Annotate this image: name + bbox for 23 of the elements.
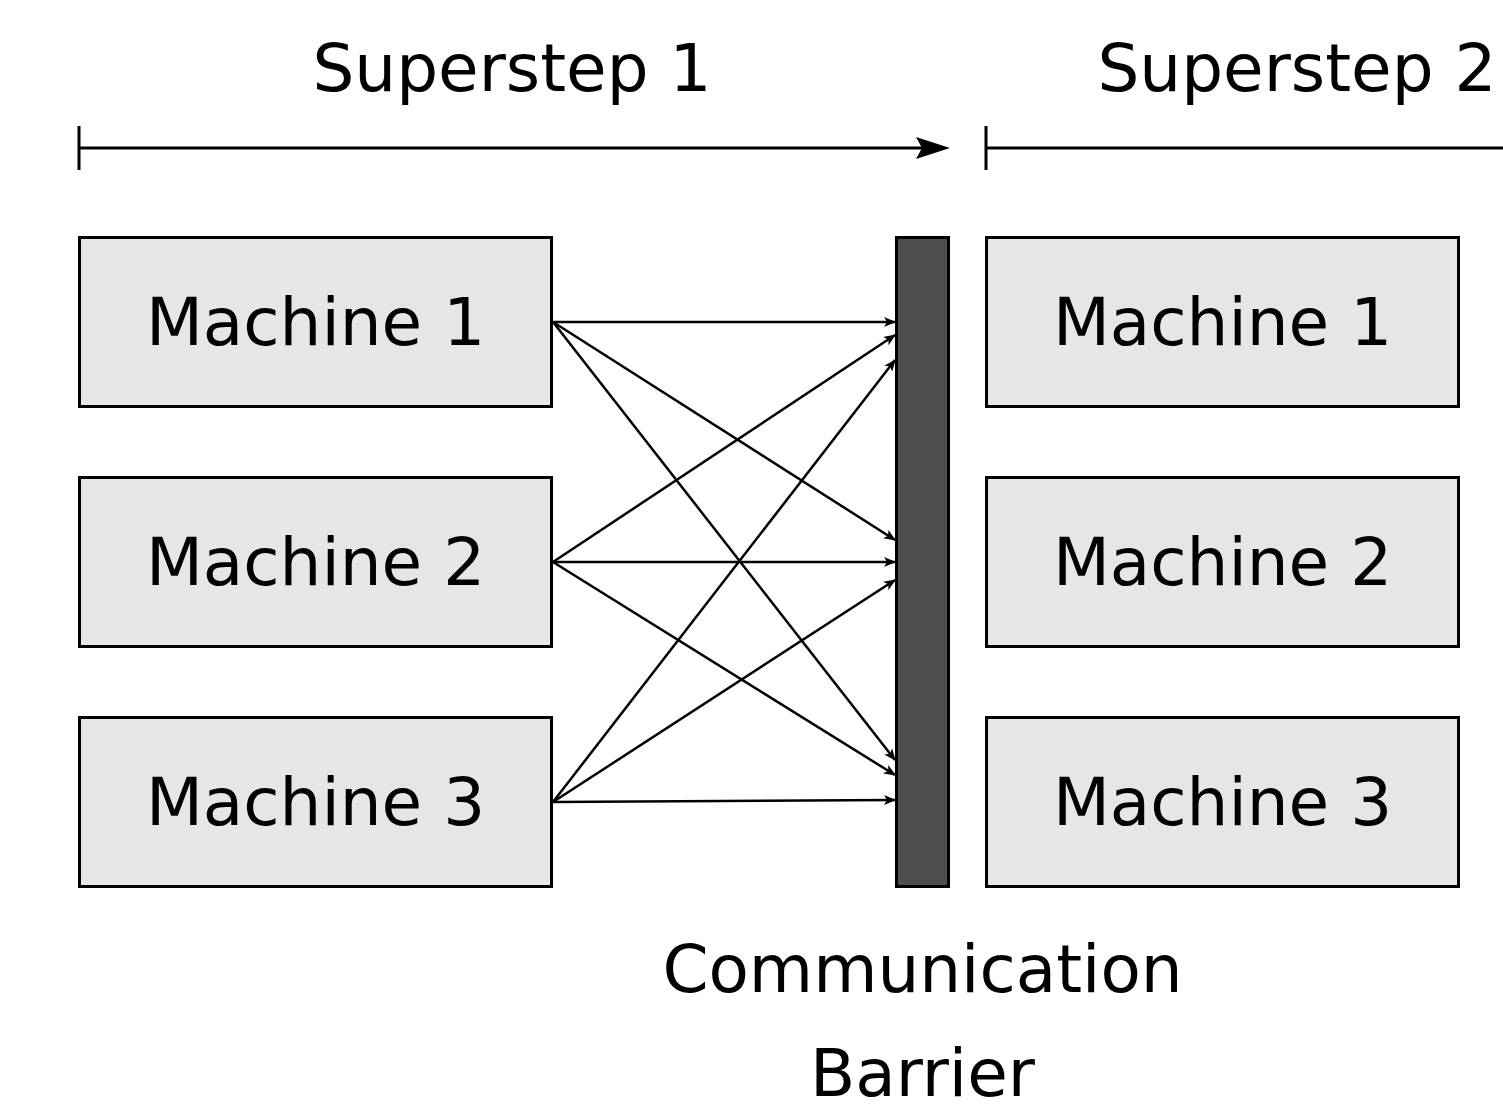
- arrow: [552, 578, 896, 804]
- machine-box: [78, 236, 553, 408]
- machine-label: Machine 2: [145, 523, 486, 601]
- machine-label: Machine 1: [1052, 283, 1393, 361]
- machine-box: [78, 476, 553, 648]
- machine-box: [985, 236, 1460, 408]
- machine-label: Machine 3: [1052, 763, 1393, 841]
- arrow: [552, 321, 896, 761]
- barrier-bar: [895, 236, 950, 888]
- arrow: [552, 560, 896, 777]
- arrow: [553, 317, 896, 327]
- machine-label: Machine 2: [1052, 523, 1393, 601]
- arrow: [553, 557, 896, 567]
- arrow: [552, 359, 896, 803]
- machine-box: [985, 716, 1460, 888]
- superstep-label: Superstep 1: [312, 30, 712, 107]
- superstep-label: Superstep 2: [1097, 30, 1497, 107]
- barrier-caption: Communication Barrier: [661, 930, 1184, 1107]
- arrow: [553, 795, 896, 806]
- machine-label: Machine 3: [145, 763, 486, 841]
- machine-label: Machine 1: [145, 283, 486, 361]
- machine-box: [78, 716, 553, 888]
- machine-box: [985, 476, 1460, 648]
